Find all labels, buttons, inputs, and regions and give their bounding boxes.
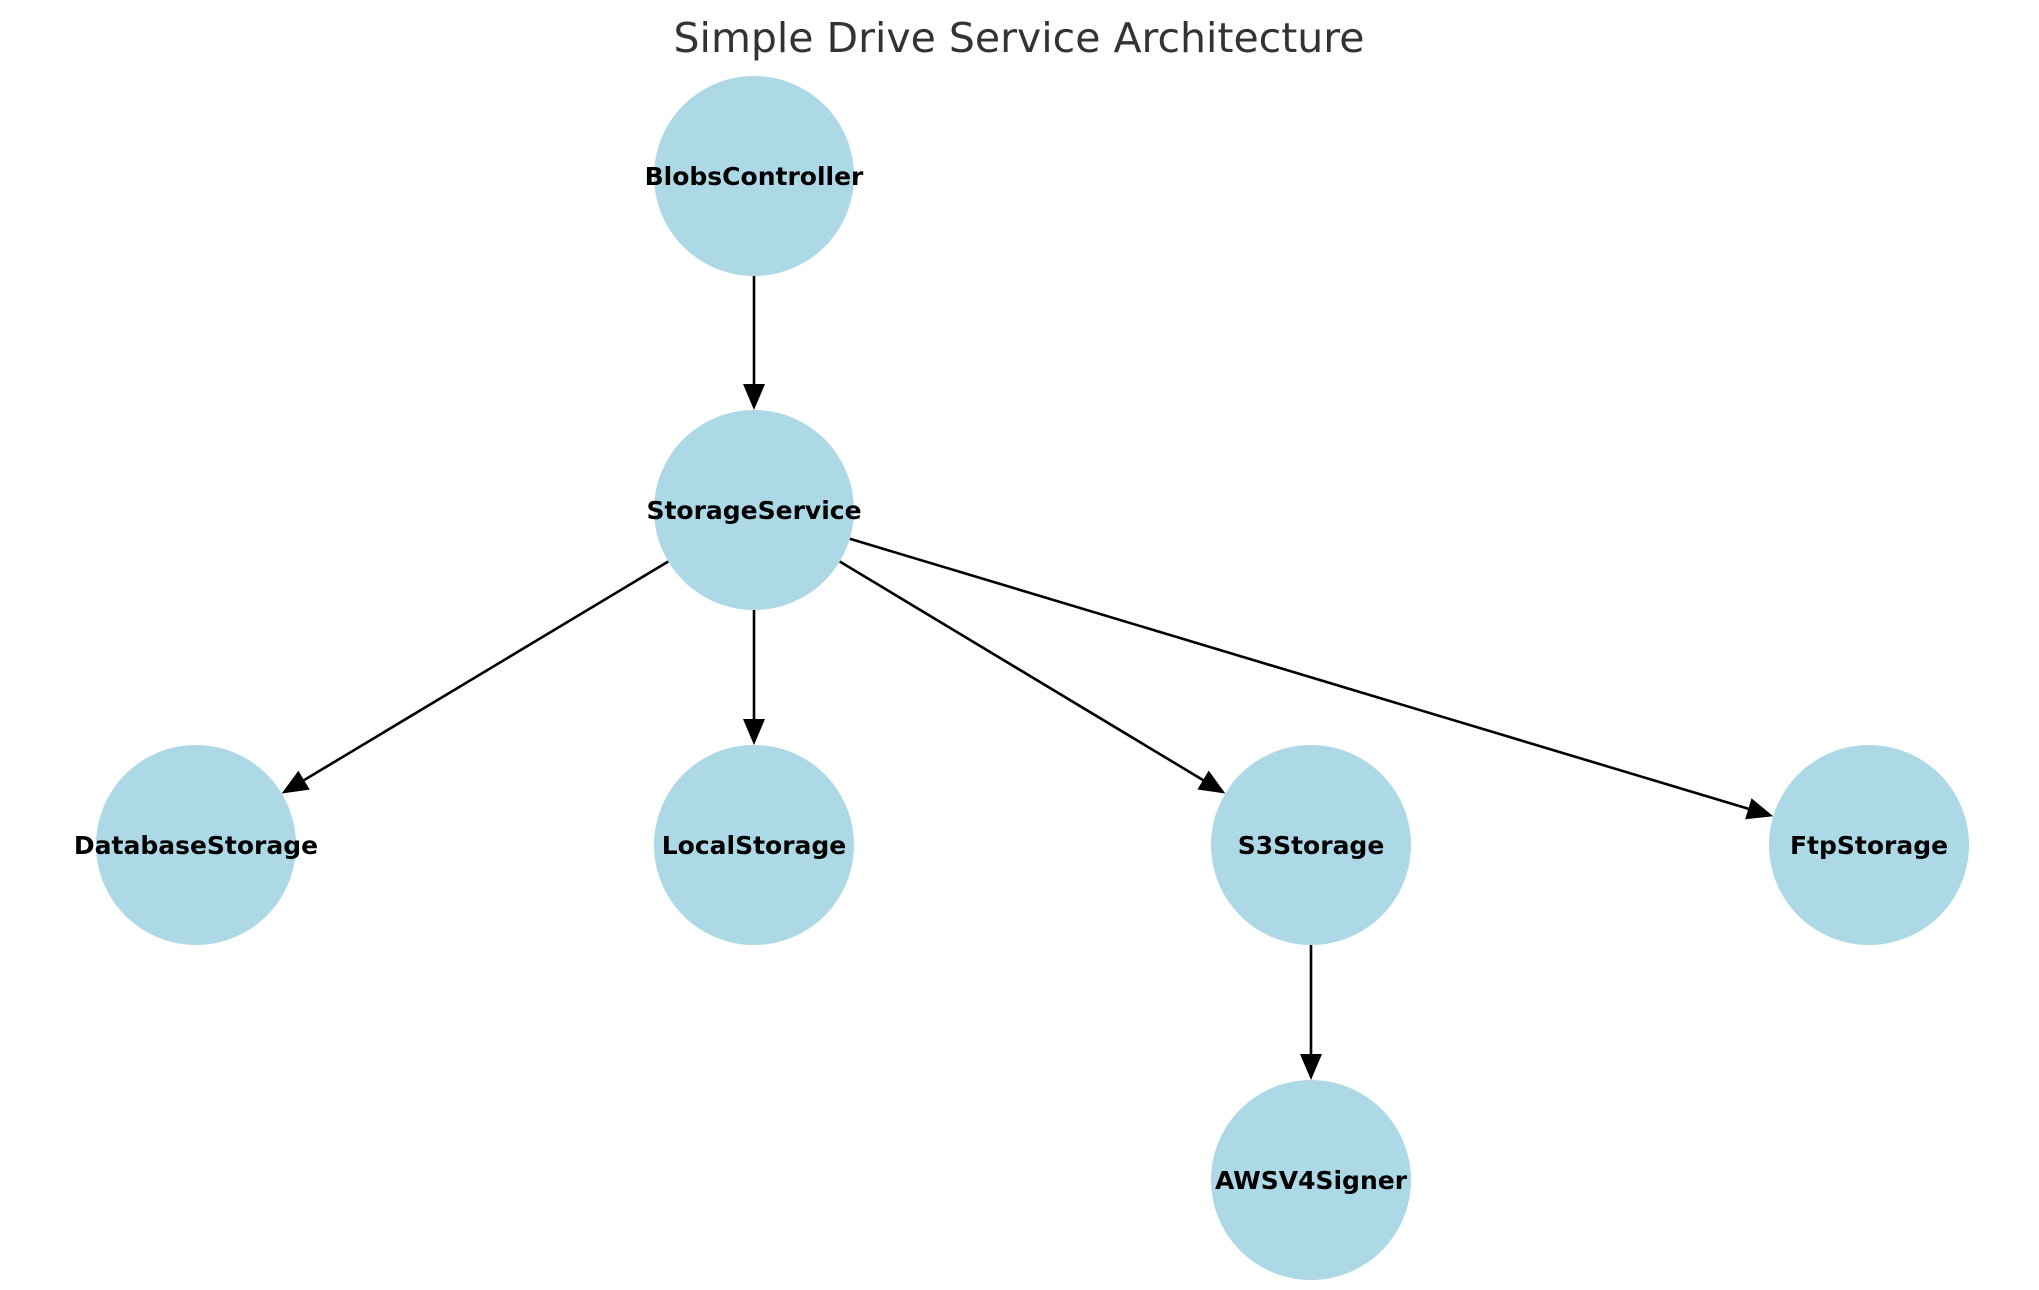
arrowhead-storage-service-to-database-storage — [281, 770, 310, 794]
edge-storage-service-to-ftp-storage — [849, 537, 1759, 813]
node-label-database-storage: DatabaseStorage — [74, 831, 318, 860]
node-label-local-storage: LocalStorage — [662, 831, 847, 860]
node-label-storage-service: StorageService — [646, 496, 861, 525]
node-blobs-controller: BlobsController — [645, 76, 864, 276]
arrowhead-blobs-controller-to-storage-service — [743, 384, 765, 410]
node-circle-storage-service — [654, 410, 854, 610]
node-circle-local-storage — [654, 745, 854, 945]
node-circle-ftp-storage — [1769, 745, 1969, 945]
arrowhead-storage-service-to-local-storage — [743, 719, 765, 745]
node-circle-blobs-controller — [654, 76, 854, 276]
node-awsv4-signer: AWSV4Signer — [1211, 1080, 1411, 1280]
node-circle-database-storage — [96, 745, 296, 945]
node-circle-awsv4-signer — [1211, 1080, 1411, 1280]
node-local-storage: LocalStorage — [654, 745, 854, 945]
edge-storage-service-to-s3-storage — [839, 560, 1213, 787]
node-label-s3-storage: S3Storage — [1238, 831, 1385, 860]
node-label-awsv4-signer: AWSV4Signer — [1215, 1166, 1408, 1195]
node-database-storage: DatabaseStorage — [74, 745, 318, 945]
node-label-blobs-controller: BlobsController — [645, 162, 864, 191]
node-circle-s3-storage — [1211, 745, 1411, 945]
diagram-title: Simple Drive Service Architecture — [674, 14, 1365, 62]
nodes-layer: BlobsControllerStorageServiceDatabaseSto… — [74, 76, 1969, 1280]
arrowhead-storage-service-to-ftp-storage — [1745, 798, 1774, 820]
arrowhead-s3-storage-to-awsv4-signer — [1300, 1054, 1322, 1080]
node-s3-storage: S3Storage — [1211, 745, 1411, 945]
node-label-ftp-storage: FtpStorage — [1790, 831, 1948, 860]
node-storage-service: StorageService — [646, 410, 862, 610]
node-ftp-storage: FtpStorage — [1769, 745, 1969, 945]
arrowhead-storage-service-to-s3-storage — [1197, 770, 1226, 794]
edges-layer — [281, 276, 1774, 1080]
edge-storage-service-to-database-storage — [294, 560, 669, 787]
